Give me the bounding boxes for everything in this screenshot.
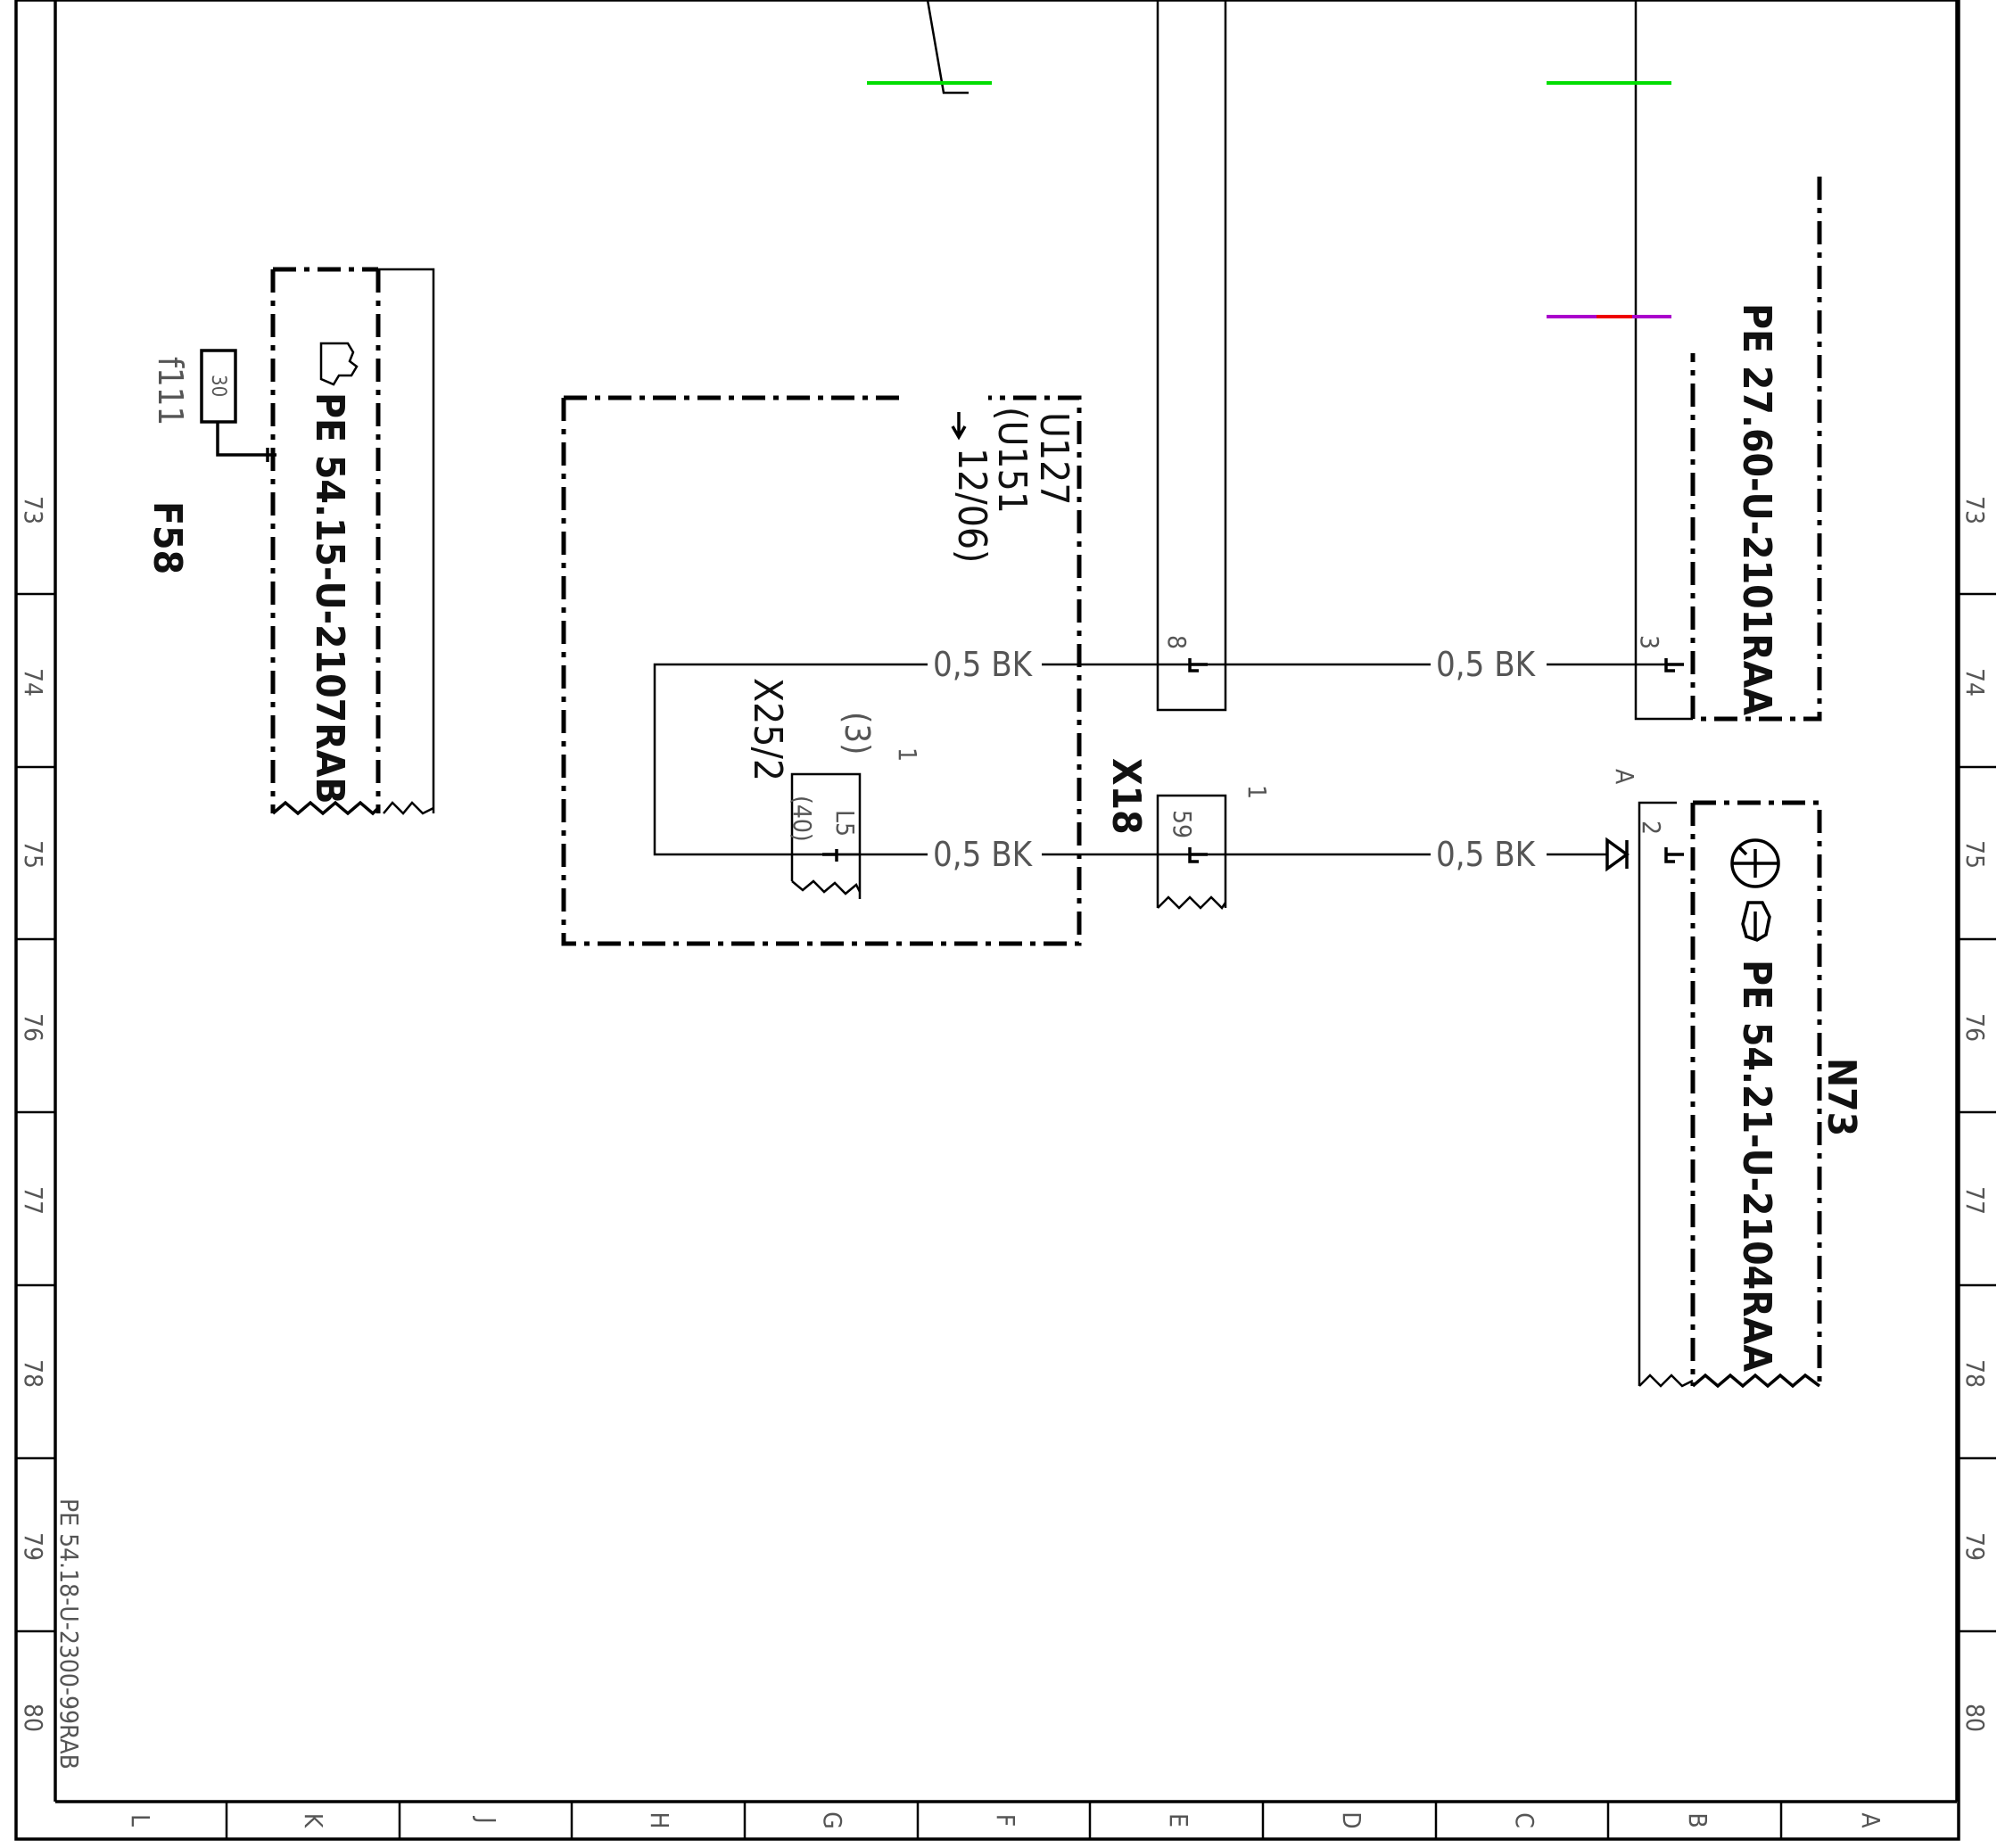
component-date: 12/06) xyxy=(949,448,994,564)
component-n73: N73 PE 54.21-U-2104RAA 2 A xyxy=(1605,769,1864,1389)
doc-ref: PE 54.15-U-2107RAB xyxy=(307,392,352,804)
row-label: 73 xyxy=(1960,496,1990,524)
column-label: C xyxy=(1510,1812,1539,1828)
row-label: 78 xyxy=(1960,1359,1990,1388)
column-labels: L K J H G F E D C B A xyxy=(126,1811,1885,1829)
wire-label: 0,5 BK xyxy=(933,835,1034,874)
component-f58: 30 f111 F58 PE 54.15-U-2107RAB xyxy=(144,267,435,816)
column-label: K xyxy=(299,1813,328,1829)
column-label: B xyxy=(1683,1812,1712,1827)
pin-number: 3 xyxy=(1635,635,1664,649)
component-x18: X18 8 59 1 xyxy=(867,0,1272,910)
marker-label: A xyxy=(1610,769,1639,785)
column-label: L xyxy=(126,1814,155,1827)
row-label: 77 xyxy=(1960,1186,1990,1215)
pin-bottom: 59 xyxy=(1168,810,1197,838)
component-ref: N73 xyxy=(1819,1058,1864,1136)
row-label: 75 xyxy=(1960,840,1990,869)
fuse-value: 30 xyxy=(207,375,229,397)
row-label: 76 xyxy=(1960,1013,1990,1042)
hand-pointer-icon xyxy=(1741,901,1771,942)
wire-label: 0,5 BK xyxy=(1436,645,1537,684)
component-upper-right: PE 27.60-U-2101RAA 3 xyxy=(1547,0,1822,722)
right-row-ticks xyxy=(1957,592,1996,1633)
column-label: D xyxy=(1337,1811,1366,1828)
component-u127: U127 (U151 12/06) xyxy=(561,395,1082,946)
row-label: 73 xyxy=(19,496,48,524)
component-x25-2: X25/2 (3) 1 L5 (40) xyxy=(745,678,922,899)
row-labels-left: 73 74 75 76 77 78 79 80 xyxy=(19,496,48,1732)
column-label: A xyxy=(1856,1812,1885,1828)
row-label: 78 xyxy=(19,1359,48,1388)
column-label: J xyxy=(472,1815,501,1823)
pin-number: 2 xyxy=(1637,821,1666,835)
row-label: 79 xyxy=(19,1532,48,1561)
connector-tag: L5 xyxy=(830,810,860,837)
wires: 0,5 BK 0,5 BK 0,5 BK 0,5 BK xyxy=(653,645,1666,874)
component-variant: (U151 xyxy=(989,407,1035,514)
fuse-label: f111 xyxy=(151,357,190,425)
hand-pointer-icon xyxy=(319,342,359,386)
left-row-ticks xyxy=(16,592,55,1633)
row-label: 80 xyxy=(19,1704,48,1732)
row-label: 74 xyxy=(19,668,48,697)
row-label: 77 xyxy=(19,1186,48,1215)
row-labels-right: 73 74 75 76 77 78 79 80 xyxy=(1960,496,1990,1732)
pin-alt: (3) xyxy=(837,712,877,755)
pin-label: 1 xyxy=(1242,785,1272,799)
arrow-down-icon xyxy=(951,412,967,441)
connector-tag-alt: (40) xyxy=(788,796,817,842)
row-label: 80 xyxy=(1960,1704,1990,1732)
column-label: E xyxy=(1164,1813,1193,1827)
doc-ref: PE 27.60-U-2101RAA xyxy=(1734,303,1779,715)
doc-ref: PE 54.21-U-2104RAA xyxy=(1734,960,1779,1372)
connector-ref: X18 xyxy=(1103,758,1149,835)
bottom-column-ticks xyxy=(225,1802,1783,1839)
component-ref: U127 xyxy=(1031,412,1077,506)
drawing-id: PE 54.18-U-2300-99RAB xyxy=(54,1498,84,1770)
row-label: 74 xyxy=(1960,668,1990,697)
column-label: H xyxy=(645,1812,674,1829)
column-label: G xyxy=(818,1811,847,1829)
pin-top: 8 xyxy=(1162,635,1192,649)
connector-ref: X25/2 xyxy=(745,678,790,781)
pin-label: 1 xyxy=(893,747,922,762)
column-label: F xyxy=(991,1814,1020,1827)
component-ref: F58 xyxy=(144,501,190,574)
wire-label: 0,5 BK xyxy=(933,645,1034,684)
row-label: 79 xyxy=(1960,1532,1990,1561)
row-label: 75 xyxy=(19,840,48,869)
wire-label: 0,5 BK xyxy=(1436,835,1537,874)
row-label: 76 xyxy=(19,1013,48,1042)
ground-triangle-icon xyxy=(1605,837,1630,872)
drawing-frame xyxy=(14,0,1996,1841)
